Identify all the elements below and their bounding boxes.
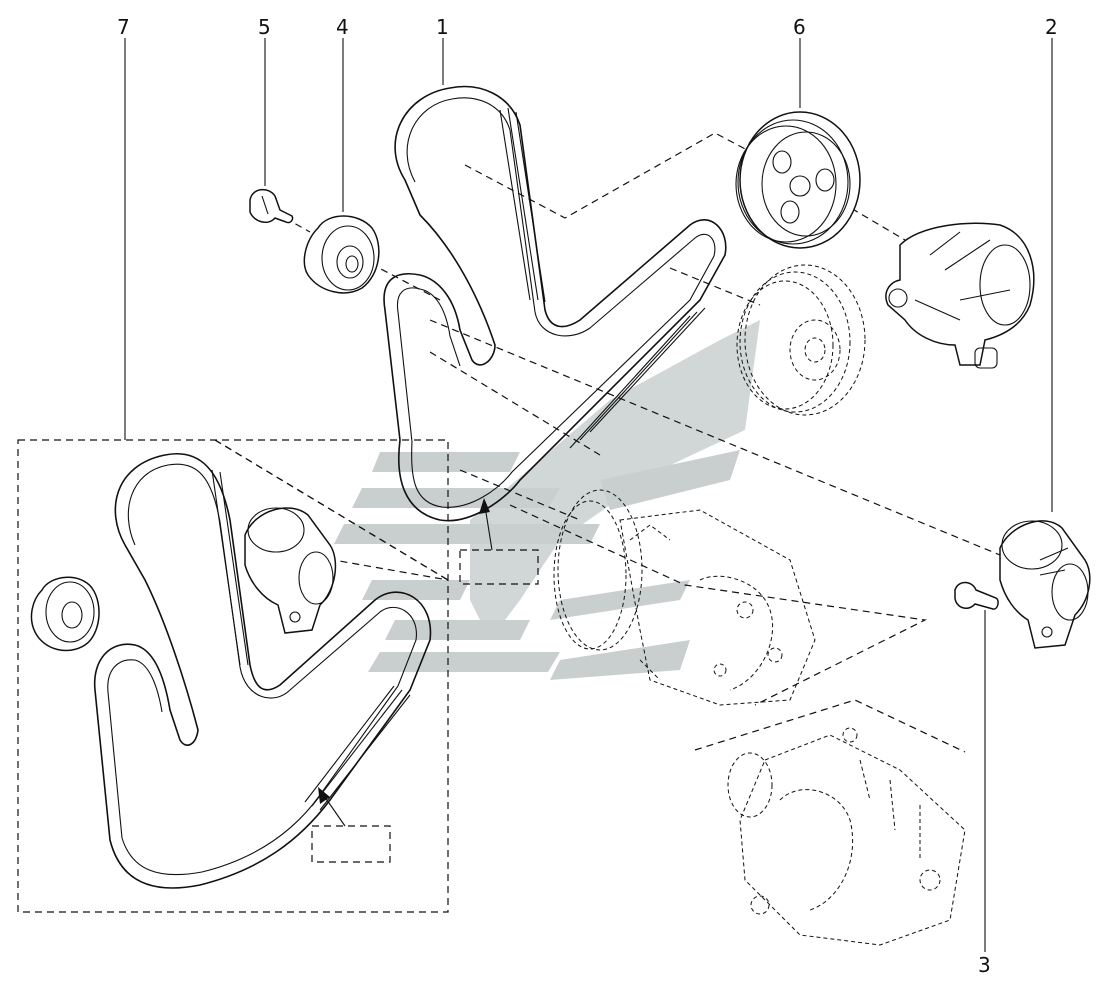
kit-inset-box xyxy=(17,439,449,913)
callout-6: 6 xyxy=(793,15,806,39)
drive-belt xyxy=(383,85,727,522)
callout-2: 2 xyxy=(1045,15,1058,39)
belt-tensioner xyxy=(999,520,1091,649)
power-steering-pump xyxy=(885,222,1035,369)
crankshaft-pulley xyxy=(736,264,866,416)
reference-box-main xyxy=(459,498,539,585)
callout-7: 7 xyxy=(117,15,130,39)
kit-belt xyxy=(93,453,432,889)
callout-leaders xyxy=(124,38,1053,952)
ac-compressor xyxy=(553,489,816,706)
kit-tensioner xyxy=(244,507,337,634)
callout-labels: 7 5 4 1 6 2 3 xyxy=(117,15,1058,977)
watermark-logo xyxy=(334,320,760,680)
callout-5: 5 xyxy=(258,15,271,39)
alternator xyxy=(727,727,966,946)
idler-bolt xyxy=(249,188,294,224)
kit-idler-pulley xyxy=(30,576,100,652)
power-steering-pulley xyxy=(735,111,861,249)
callout-1: 1 xyxy=(436,15,449,39)
callout-3: 3 xyxy=(978,953,991,977)
callout-4: 4 xyxy=(336,15,349,39)
reference-box-kit xyxy=(311,787,391,863)
idler-pulley xyxy=(303,215,380,294)
tensioner-bolt xyxy=(954,581,999,610)
